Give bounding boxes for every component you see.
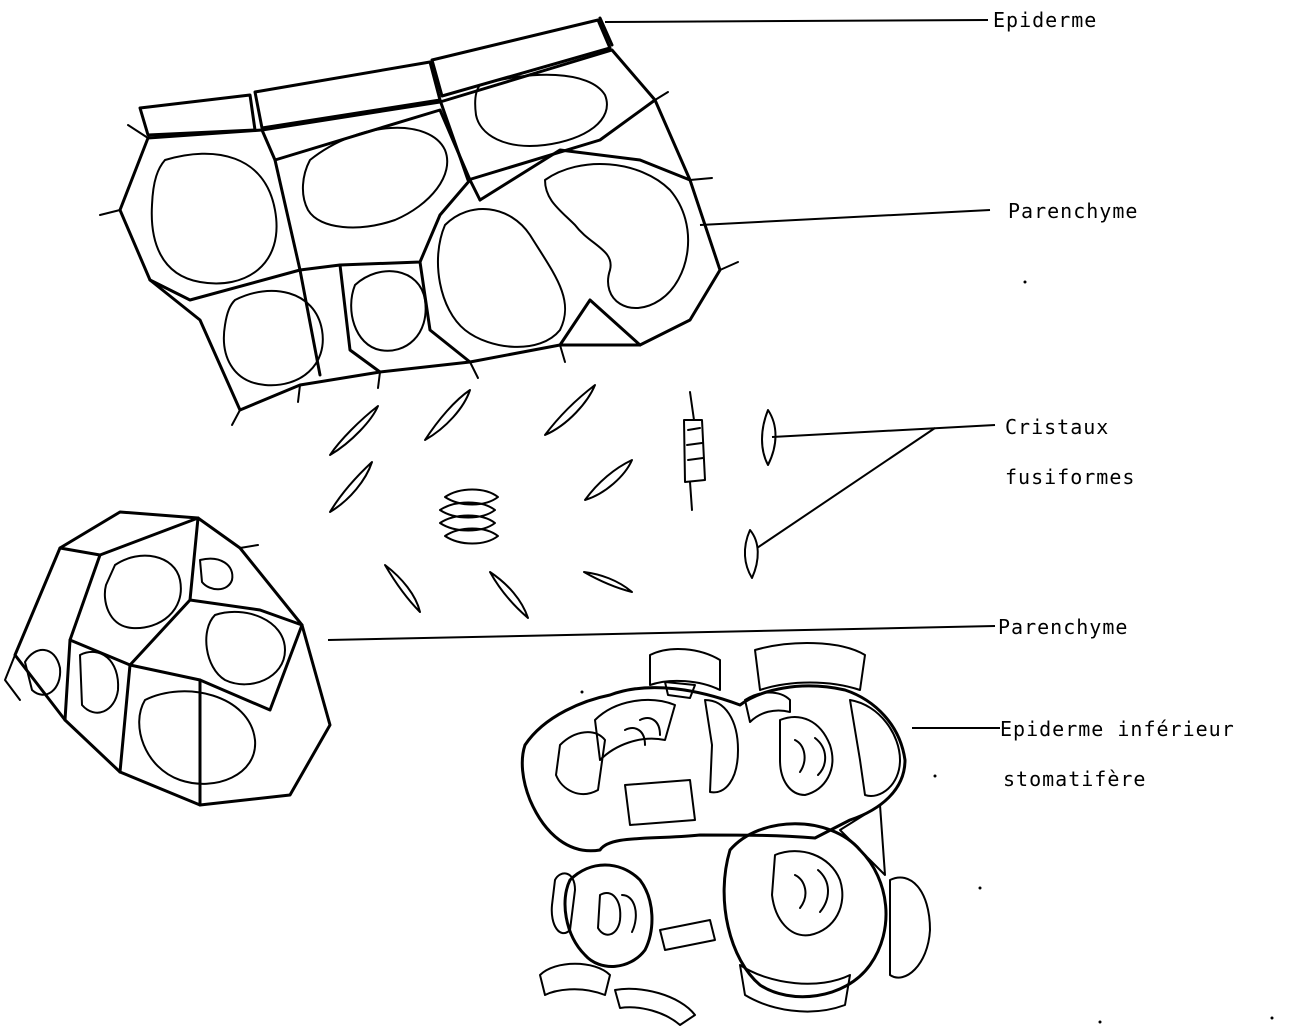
crystal — [745, 530, 758, 578]
leader-parenchyme-top — [700, 210, 990, 225]
parenchyma-walls — [100, 50, 738, 425]
crystal — [585, 460, 632, 500]
stomatiferous-epidermis — [522, 643, 930, 1025]
labels: Epiderme Parenchyme Cristaux fusiformes … — [993, 8, 1235, 791]
leader-cristaux-b — [757, 428, 935, 548]
label-parenchyme-bottom: Parenchyme — [998, 615, 1128, 639]
fusiform-crystals — [330, 385, 776, 618]
label-epiderme-inferieur: Epiderme inférieur — [1000, 717, 1235, 741]
leader-epiderme — [605, 20, 988, 22]
scan-specks — [581, 281, 1274, 1024]
crystal — [330, 462, 372, 512]
crystal-stack — [440, 490, 498, 544]
crystal — [385, 565, 420, 612]
label-epiderme: Epiderme — [993, 8, 1097, 32]
crystal — [490, 572, 528, 618]
prismatic-crystal — [684, 392, 705, 510]
label-fusiformes: fusiformes — [1005, 465, 1135, 489]
leader-lines — [328, 20, 1000, 728]
label-parenchyme-top: Parenchyme — [1008, 199, 1138, 223]
leader-cristaux-a — [772, 425, 995, 437]
crystal — [330, 406, 378, 455]
parenchyma-cluster — [5, 512, 330, 805]
label-cristaux: Cristaux — [1005, 415, 1109, 439]
parenchyma-cell-contents — [152, 75, 688, 385]
crystal — [584, 572, 632, 592]
crystal — [545, 385, 595, 435]
crystal — [425, 390, 470, 440]
label-stomatifere: stomatifère — [1003, 767, 1146, 791]
leader-parenchyme-bottom — [328, 626, 995, 640]
epidermis-cells — [140, 18, 612, 135]
upper-tissue-section — [100, 18, 738, 425]
